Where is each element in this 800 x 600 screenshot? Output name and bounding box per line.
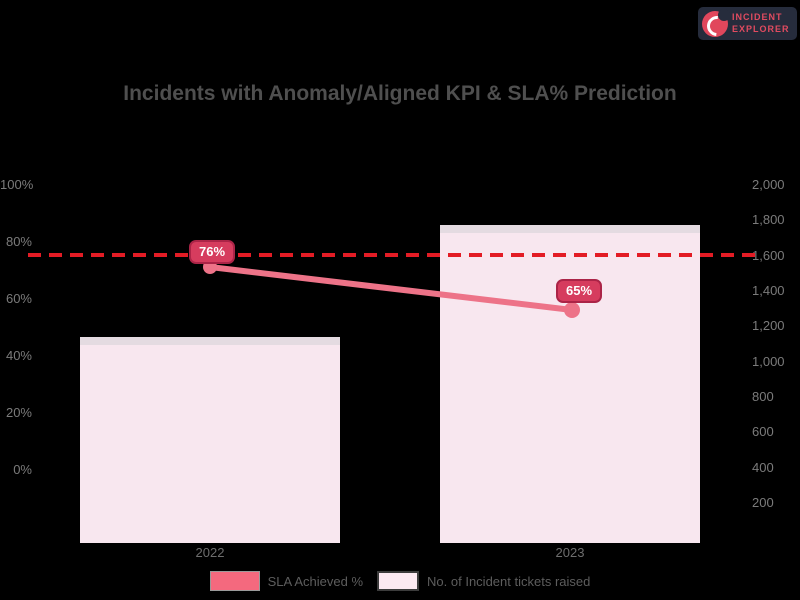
legend-swatch-bar-series (377, 571, 420, 591)
bar-2022[interactable] (80, 337, 340, 543)
right-axis-tick: 800 (752, 389, 774, 404)
right-axis-tick: 200 (752, 495, 774, 510)
right-axis-tick: 1,200 (752, 318, 785, 333)
logo-line1: INCIDENT (732, 12, 783, 23)
legend-item-incident-count[interactable]: No. of Incident tickets raised (377, 571, 590, 591)
right-axis-tick: 600 (752, 424, 774, 439)
legend-label: SLA Achieved % (267, 573, 364, 589)
bar-2023[interactable] (440, 225, 700, 543)
chart-title: Incidents with Anomaly/Aligned KPI & SLA… (123, 82, 677, 105)
right-axis-tick: 2,000 (752, 177, 785, 192)
left-axis-tick: 80% (5, 234, 32, 249)
right-axis-tick: 1,000 (752, 354, 785, 369)
left-axis-tick: 0% (13, 462, 32, 477)
legend: SLA Achieved % No. of Incident tickets r… (0, 569, 800, 593)
app-logo[interactable]: INCIDENT EXPLORER (698, 7, 797, 40)
right-axis-tick: 1,600 (752, 248, 785, 263)
sla-threshold-line (28, 253, 761, 257)
legend-swatch-line-series (209, 571, 260, 591)
bar-top-cap (80, 337, 340, 345)
point-badge-2023[interactable]: 65% (556, 279, 603, 303)
left-axis-tick: 100% (0, 177, 34, 192)
right-axis-tick: 1,800 (752, 212, 785, 227)
legend-item-sla-achieved[interactable]: SLA Achieved % (209, 571, 364, 591)
right-axis-tick: 400 (752, 460, 774, 475)
right-axis-tick: 1,400 (752, 283, 785, 298)
legend-label: No. of Incident tickets raised (427, 573, 591, 589)
left-axis-tick: 60% (5, 291, 32, 306)
point-badge-2022[interactable]: 76% (189, 240, 236, 264)
logo-line2: EXPLORER (732, 23, 790, 34)
left-axis-tick: 20% (5, 405, 32, 420)
logo-wordmark: INCIDENT EXPLORER (732, 12, 790, 35)
left-axis-tick: 40% (5, 348, 32, 363)
bar-top-cap (440, 225, 700, 233)
x-axis-label-2023: 2023 (555, 545, 585, 560)
logo-circle-icon (702, 8, 730, 37)
x-axis-label-2022: 2022 (195, 545, 225, 560)
